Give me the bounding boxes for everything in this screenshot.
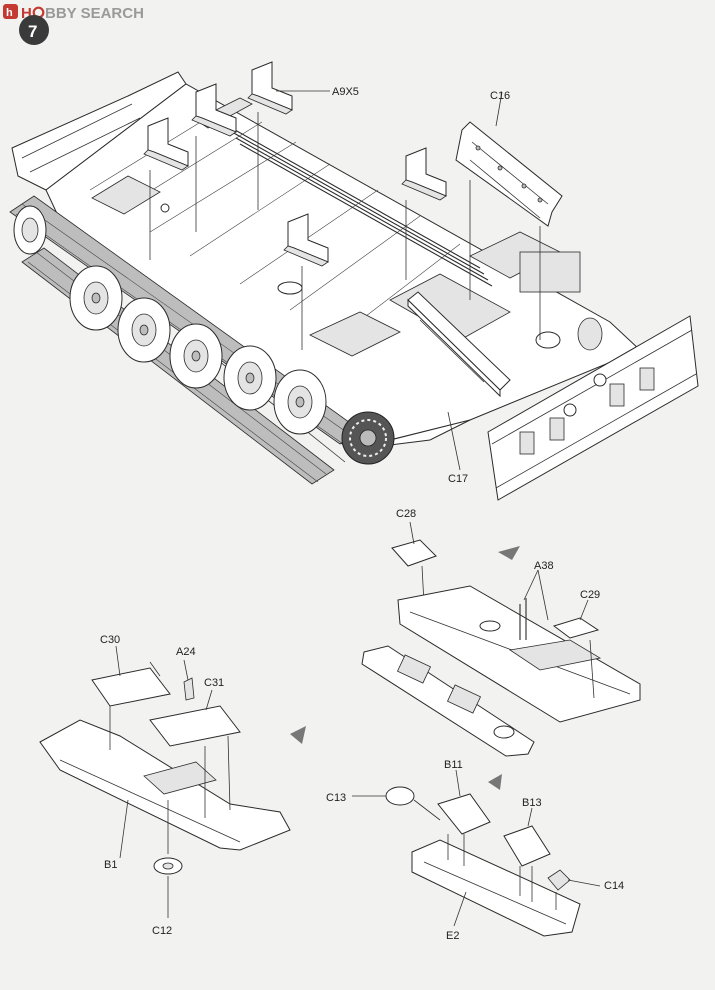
label-b1: B1 <box>104 859 117 871</box>
label-a24: A24 <box>176 646 196 658</box>
label-b13: B13 <box>522 797 542 809</box>
label-c17: C17 <box>448 473 468 485</box>
logo-mark-icon <box>3 4 18 19</box>
arrow-icon <box>498 546 520 560</box>
watermark-text: BBY SEARCH <box>45 5 144 22</box>
part-a9-seats <box>143 61 447 350</box>
label-c16: C16 <box>490 90 510 102</box>
part-c16-hatch <box>455 91 563 340</box>
right-floor-assembly <box>385 786 581 937</box>
label-c29: C29 <box>580 589 600 601</box>
label-c28: C28 <box>396 508 416 520</box>
road-wheels <box>69 265 327 435</box>
leader-lines <box>115 521 601 927</box>
upper-floor-assembly <box>361 539 641 757</box>
drive-sprocket <box>341 411 395 465</box>
label-c13: C13 <box>326 792 346 804</box>
part-labels: A9X5 C16 C17 C28 A38 C29 C30 A24 C31 B1 … <box>100 86 624 942</box>
watermark-prefix: H <box>21 5 32 22</box>
label-a9x5: A9X5 <box>332 86 359 98</box>
label-b11: B11 <box>444 759 463 771</box>
direction-arrows <box>290 546 520 790</box>
label-a38: A38 <box>534 560 554 572</box>
hull-assembly <box>11 71 641 463</box>
left-floor-assembly <box>39 661 291 875</box>
arrow-icon <box>488 774 502 790</box>
label-c31: C31 <box>204 677 224 689</box>
step-badge: 7 <box>19 15 49 45</box>
logo-mark-letter: h <box>6 7 13 19</box>
track-assembly <box>9 195 603 485</box>
part-c17-door <box>407 291 511 471</box>
label-e2: E2 <box>446 930 459 942</box>
step-number: 7 <box>28 22 37 41</box>
hobby-search-watermark: h H BBY SEARCH <box>3 4 144 22</box>
label-c14: C14 <box>604 880 624 892</box>
label-c30: C30 <box>100 634 120 646</box>
arrow-icon <box>290 726 306 744</box>
label-c12: C12 <box>152 925 172 937</box>
rear-plate <box>487 315 699 501</box>
